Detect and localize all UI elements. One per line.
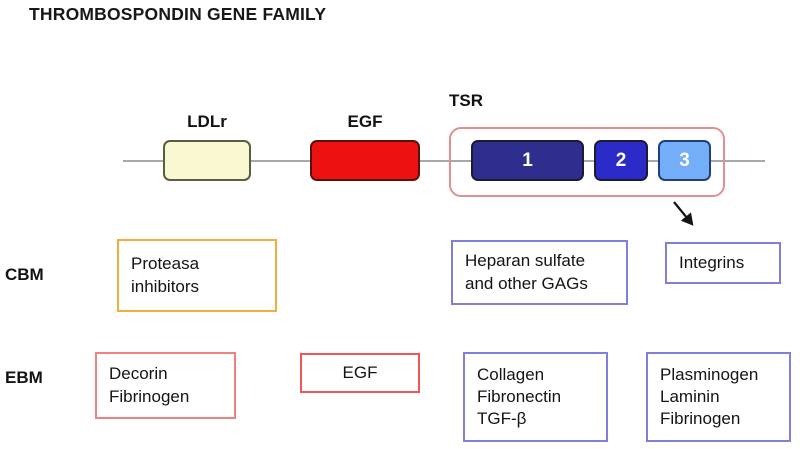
ldlr-domain-box <box>163 140 251 181</box>
ligand-line: Decorin <box>109 364 168 384</box>
egf-domain-label: EGF <box>347 112 383 131</box>
ligand-line: inhibitors <box>131 276 200 296</box>
ligand-line: Heparan sulfate <box>465 251 586 271</box>
ligand-line: Laminin <box>660 386 720 406</box>
ligand-line: Fibronectin <box>477 386 562 406</box>
cbm-row-label: CBM <box>5 265 44 284</box>
ligand-box-proteasa-inhibitors: Proteasa inhibitors <box>117 239 277 312</box>
ligand-box-egf: EGF <box>300 353 420 393</box>
ligand-line: Plasminogen <box>660 364 759 384</box>
ligand-box-integrins: Integrins <box>665 242 781 284</box>
figure-title: THROMBOSPONDIN GENE FAMILY <box>29 4 327 24</box>
ligand-line: Fibrinogen <box>109 386 190 406</box>
ligand-box-plasminogen-laminin-fibrinogen: Plasminogen Laminin Fibrinogen <box>646 352 791 442</box>
tsr-repeat-3: 3 <box>658 140 711 181</box>
tsr-group-container <box>449 127 725 197</box>
ligand-box-heparan-sulfate-gags: Heparan sulfate and other GAGs <box>451 240 628 305</box>
ligand-line: Integrins <box>679 252 745 272</box>
tsr-repeat-2: 2 <box>594 140 648 181</box>
tsr-repeat-1: 1 <box>471 140 584 181</box>
egf-domain-box <box>310 140 420 181</box>
ldlr-domain-label: LDLr <box>187 112 227 131</box>
tsr3-to-integrins-arrow <box>673 201 694 226</box>
ligand-line: EGF <box>342 362 378 382</box>
ebm-row-label: EBM <box>5 368 43 387</box>
tsr-group-label: TSR <box>449 91 483 110</box>
ligand-line: Collagen <box>477 364 545 384</box>
ligand-line: and other GAGs <box>465 273 588 293</box>
ligand-box-decorin-fibrinogen: Decorin Fibrinogen <box>95 352 236 419</box>
ligand-line: Fibrinogen <box>660 409 741 429</box>
protein-backbone-line <box>123 160 765 162</box>
ligand-box-collagen-fibronectin-tgfb: Collagen Fibronectin TGF-β <box>463 352 608 442</box>
ligand-line: Proteasa <box>131 254 200 274</box>
ligand-line: TGF-β <box>477 409 527 429</box>
